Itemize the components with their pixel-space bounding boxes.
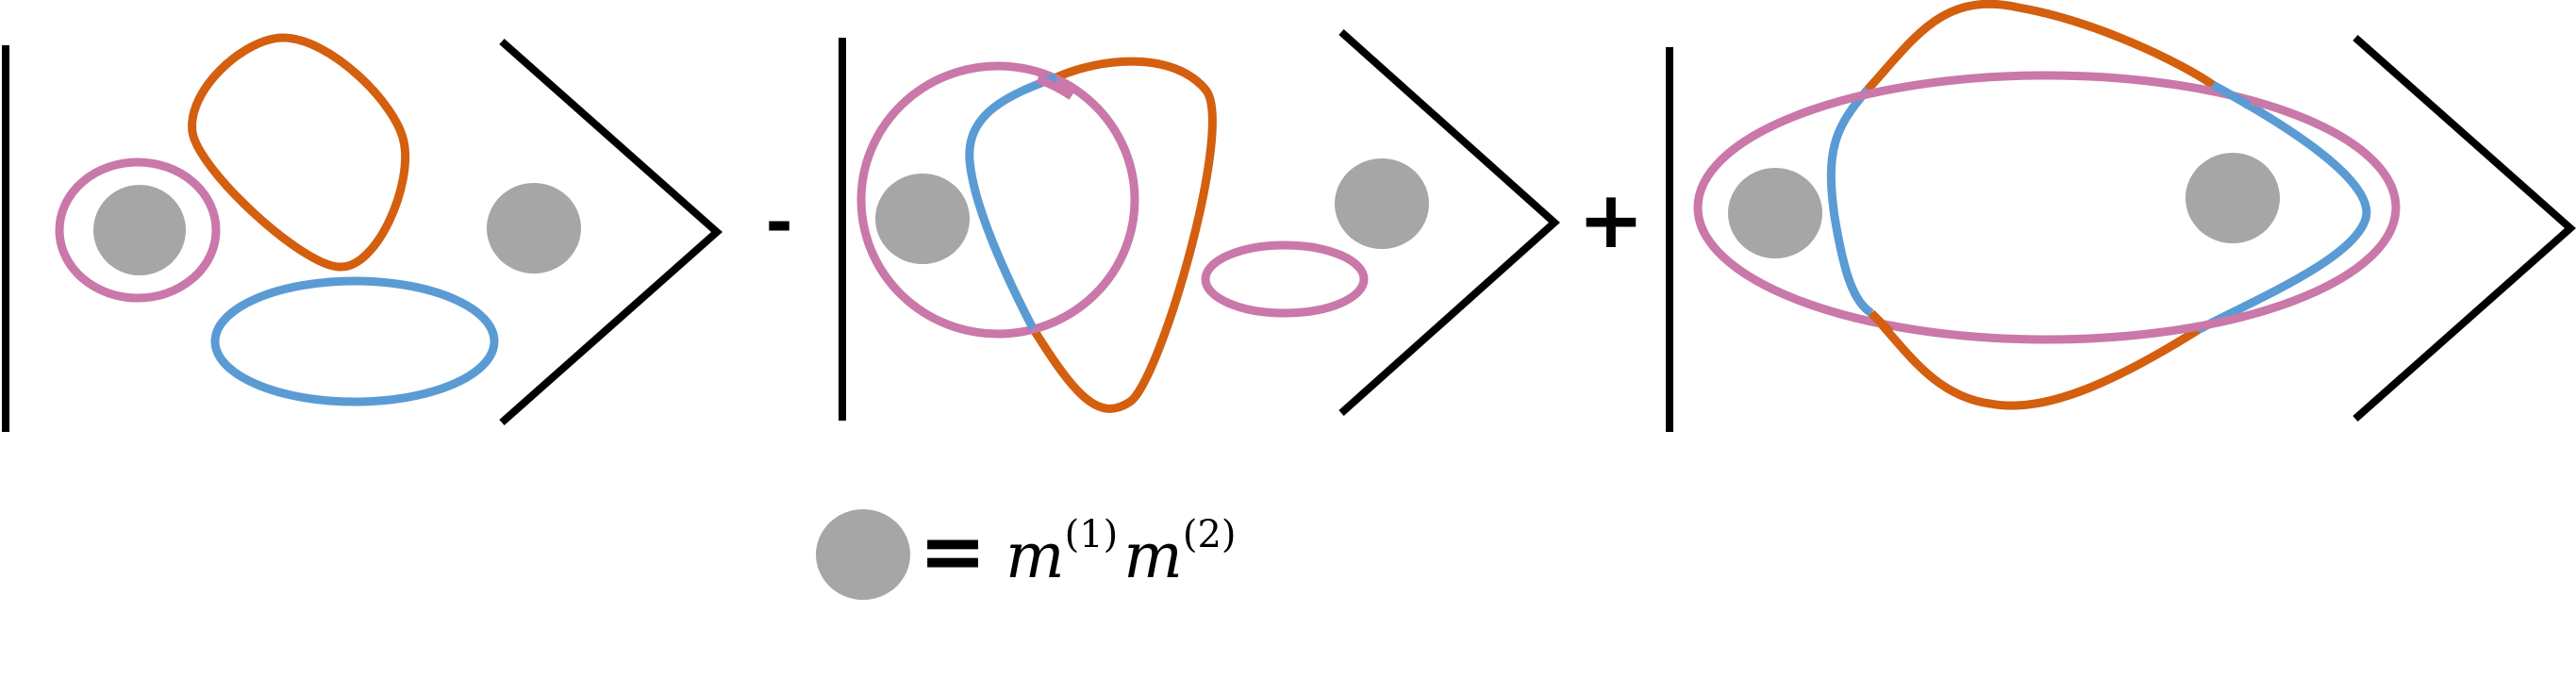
ket-angle-right-3: [2352, 35, 2576, 422]
gray-dot: [2185, 153, 2280, 243]
gray-dot: [875, 174, 970, 264]
pink-loop-large: [1693, 71, 2401, 344]
term-2: [839, 29, 1561, 421]
orange-loop: [1029, 57, 1217, 413]
legend-formula: m(1)m(2): [1005, 513, 1237, 592]
ket-angle-right-1: [499, 39, 723, 425]
orange-loop: [1864, 0, 2216, 410]
term-3: [1666, 0, 2576, 432]
legend: = m(1)m(2): [816, 505, 1237, 600]
equals-sign: =: [919, 505, 987, 599]
gray-dot: [1335, 158, 1429, 249]
ket-angle-right-2: [1338, 29, 1561, 416]
blue-arc: [965, 73, 1058, 331]
pink-loop: [55, 157, 221, 303]
term-1: [2, 33, 723, 432]
minus-sign: -: [765, 184, 792, 261]
orange-loop: [188, 33, 409, 272]
gray-dot: [816, 509, 910, 600]
gray-dot: [93, 185, 186, 275]
gray-dot: [487, 183, 581, 273]
blue-loop: [210, 276, 499, 406]
pink-loop-small: [1201, 240, 1369, 318]
svg-text:+: +: [1578, 174, 1644, 266]
plus-sign: +: [1578, 174, 1644, 266]
gray-dot: [1728, 168, 1822, 258]
pink-loop: [856, 61, 1139, 339]
blue-loop: [1826, 81, 2371, 334]
